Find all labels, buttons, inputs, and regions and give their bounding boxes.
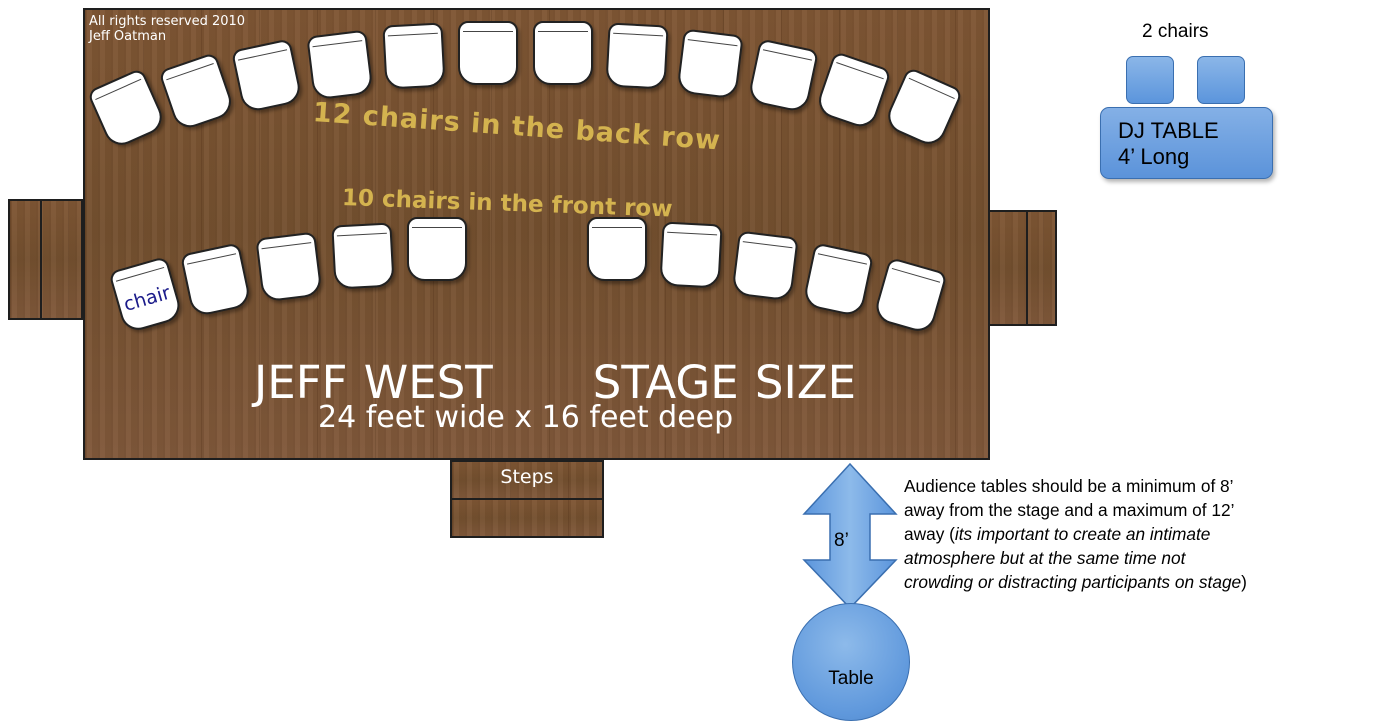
author-line: Jeff Oatman: [89, 29, 167, 44]
wing-divider: [40, 201, 42, 318]
note-line: Audience tables should be a minimum of 8…: [904, 476, 1234, 496]
front-row-chair: [731, 230, 799, 302]
back-row-chair: [533, 21, 593, 85]
stage-dimensions: 24 feet wide x 16 feet deep: [318, 400, 734, 435]
double-arrow-icon: [802, 462, 898, 610]
steps-upper: [450, 460, 604, 500]
front-row-chair: [255, 231, 323, 303]
back-row-chair: [458, 21, 518, 85]
note-line: away (its important to create an intimat…: [904, 522, 1398, 546]
front-row-chair: [659, 221, 723, 289]
dj-table: [1100, 107, 1273, 179]
dj-chair: [1197, 56, 1245, 104]
dj-table-length: 4’ Long: [1118, 144, 1190, 169]
copyright-line: All rights reserved 2010: [89, 14, 246, 29]
audience-table: [792, 603, 910, 721]
note-line: away from the stage and a maximum of 12’: [904, 500, 1235, 520]
steps-lower: [450, 498, 604, 538]
note-italic-text: its important to create an intimate: [954, 524, 1211, 544]
stage-wing-left: [8, 199, 83, 320]
steps-label: Steps: [500, 466, 554, 488]
back-row-chair: [306, 29, 374, 101]
wing-divider: [1026, 212, 1028, 324]
note-italic-text: crowding or distracting participants on …: [904, 572, 1242, 592]
stage-title-left: JEFF WEST: [254, 356, 493, 409]
stage-title-right: STAGE SIZE: [592, 356, 857, 409]
front-row-chair: [587, 217, 647, 281]
note-text: away (: [904, 524, 955, 544]
stage-wing-right: [983, 210, 1057, 326]
chair-label: chair: [121, 281, 173, 316]
distance-note: Audience tables should be a minimum of 8…: [904, 474, 1398, 594]
back-row-chair: [605, 22, 669, 90]
back-row-chair: [382, 22, 446, 90]
dj-chair: [1126, 56, 1174, 104]
front-row-chair: [331, 222, 395, 290]
note-line: crowding or distracting participants on …: [904, 570, 1398, 594]
note-text: ): [1241, 572, 1247, 592]
dj-chairs-label: 2 chairs: [1142, 21, 1209, 42]
front-row-chair: [407, 217, 467, 281]
back-row-chair: [676, 28, 744, 100]
audience-table-label: Table: [828, 668, 874, 689]
dj-table-label: DJ TABLE: [1118, 118, 1219, 143]
distance-label: 8’: [834, 530, 849, 551]
stage-title: JEFF WEST STAGE SIZE: [254, 356, 856, 409]
note-line: atmosphere but at the same time not: [904, 548, 1186, 568]
